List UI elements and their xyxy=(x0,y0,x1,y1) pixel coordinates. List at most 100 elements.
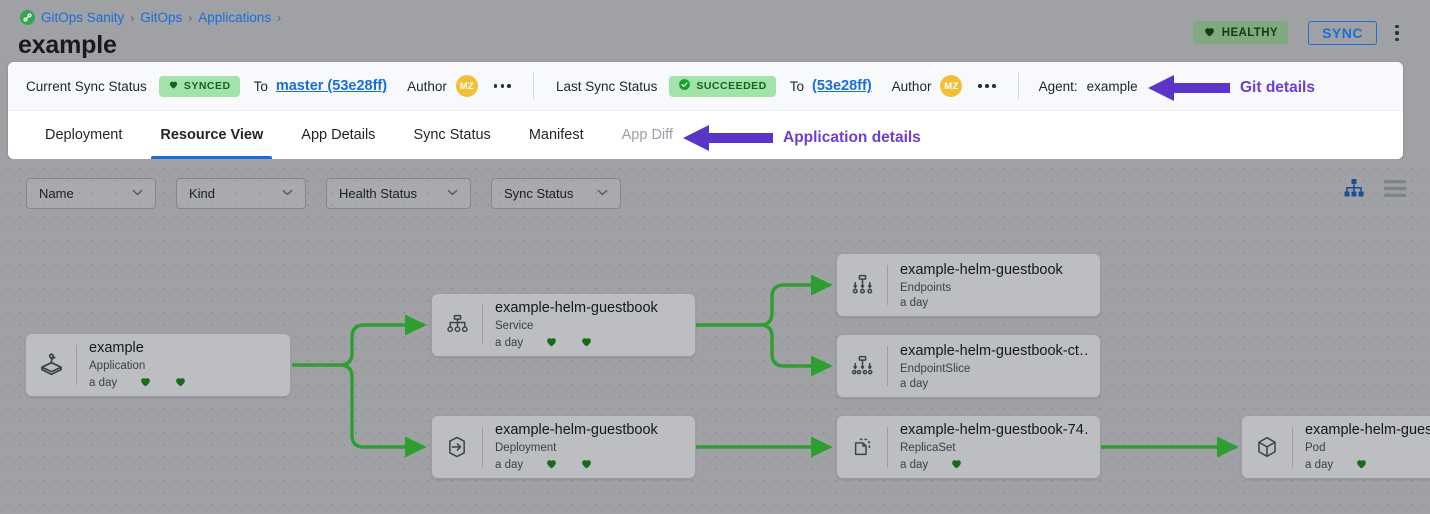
node-title: example-helm-guestbook xyxy=(495,299,658,316)
node-age: a day xyxy=(89,377,118,390)
divider xyxy=(887,265,888,305)
annotation-application-details: Application details xyxy=(683,125,921,151)
breadcrumb: GitOps Sanity › GitOps › Applications › xyxy=(20,10,281,25)
tree-view-icon[interactable] xyxy=(1344,179,1364,202)
chevron-down-icon xyxy=(282,188,293,199)
node-kind: EndpointSlice xyxy=(900,363,971,376)
graph-node-application[interactable]: example Application a day xyxy=(25,333,291,397)
divider xyxy=(887,346,888,386)
chevron-down-icon xyxy=(447,188,458,199)
arrow-left-icon xyxy=(683,125,773,151)
tab-manifest[interactable]: Manifest xyxy=(528,127,584,143)
check-circle-icon xyxy=(678,78,691,94)
pod-icon xyxy=(1242,434,1292,460)
replicaset-icon xyxy=(837,435,887,460)
graph-node-service[interactable]: example-helm-guestbook Service a day xyxy=(431,293,696,357)
gitops-logo-icon xyxy=(20,10,35,25)
node-kind: Pod xyxy=(1305,442,1326,455)
deployment-icon xyxy=(432,434,482,460)
status-badge-healthy[interactable]: HEALTHY xyxy=(1192,21,1288,44)
divider xyxy=(1292,427,1293,467)
annotation-git-details-label: Git details xyxy=(1240,79,1315,96)
node-title: example-helm-guestbook-74… xyxy=(900,421,1090,438)
heart-icon xyxy=(1355,457,1368,473)
breadcrumb-separator: › xyxy=(277,10,282,25)
tab-deployment[interactable]: Deployment xyxy=(45,127,123,143)
node-health-icons xyxy=(545,335,593,351)
resource-graph-canvas[interactable]: Name Kind Health Status Sync Status xyxy=(0,159,1430,514)
node-title: example-helm-guestbook-ct… xyxy=(900,342,1090,359)
breadcrumb-item-0[interactable]: GitOps Sanity xyxy=(41,10,125,25)
list-view-icon[interactable] xyxy=(1384,179,1406,202)
graph-node-pod[interactable]: example-helm-guest Pod a day xyxy=(1241,415,1430,479)
heart-icon xyxy=(545,335,558,351)
tab-app-details[interactable]: App Details xyxy=(301,127,376,143)
arrow-left-icon xyxy=(1148,75,1230,101)
node-health-icons xyxy=(1355,457,1368,473)
current-revision-link[interactable]: master (53e28ff) xyxy=(275,78,388,94)
avatar[interactable]: MZ xyxy=(455,75,478,97)
current-more-horizontal-icon[interactable] xyxy=(493,84,512,88)
sync-button[interactable]: SYNC xyxy=(1308,21,1377,45)
node-age: a day xyxy=(900,459,929,472)
divider xyxy=(1017,73,1019,99)
node-title: example-helm-guestbook xyxy=(900,261,1063,278)
last-to-word: To xyxy=(789,78,805,94)
filter-health-status-label: Health Status xyxy=(339,186,418,201)
current-sync-pill-label: SYNCED xyxy=(183,80,231,92)
heart-icon xyxy=(580,457,593,473)
heart-icon xyxy=(545,457,558,473)
filter-health-status[interactable]: Health Status xyxy=(326,178,471,209)
graph-node-deployment[interactable]: example-helm-guestbook Deployment a day xyxy=(431,415,696,479)
heart-icon xyxy=(139,375,152,391)
breadcrumb-item-1[interactable]: GitOps xyxy=(140,10,183,25)
filter-bar: Name Kind Health Status Sync Status xyxy=(26,178,621,209)
filter-name-label: Name xyxy=(39,186,74,201)
node-kind: Service xyxy=(495,320,534,333)
more-vertical-icon[interactable] xyxy=(1388,20,1406,46)
tab-app-diff: App Diff xyxy=(621,127,673,143)
heart-icon xyxy=(580,335,593,351)
annotation-git-details: Git details xyxy=(1148,75,1315,101)
filter-kind[interactable]: Kind xyxy=(176,178,306,209)
view-toggle-group xyxy=(1344,179,1406,202)
endpointslice-icon xyxy=(837,354,887,379)
last-sync-pill-label: SUCCEEDED xyxy=(696,80,767,92)
service-icon xyxy=(432,313,482,338)
graph-node-endpoints[interactable]: example-helm-guestbook Endpoints a day xyxy=(836,253,1101,317)
node-health-icons xyxy=(139,375,187,391)
node-health-icons xyxy=(950,457,963,473)
last-revision-link[interactable]: (53e28ff) xyxy=(812,78,872,94)
current-sync-status-pill: SYNCED xyxy=(158,75,240,97)
node-title: example xyxy=(89,339,144,356)
avatar[interactable]: MZ xyxy=(940,75,963,97)
tab-sync-status[interactable]: Sync Status xyxy=(413,127,491,143)
heart-icon xyxy=(1203,25,1216,41)
breadcrumb-item-2[interactable]: Applications xyxy=(198,10,272,25)
node-title: example-helm-guest xyxy=(1305,421,1430,438)
filter-sync-status-label: Sync Status xyxy=(504,186,574,201)
divider xyxy=(76,345,77,385)
graph-node-replicaset[interactable]: example-helm-guestbook-74… ReplicaSet a … xyxy=(836,415,1101,479)
last-more-horizontal-icon[interactable] xyxy=(978,84,996,88)
node-kind: ReplicaSet xyxy=(900,442,956,455)
filter-name[interactable]: Name xyxy=(26,178,156,209)
node-age: a day xyxy=(900,378,929,391)
node-title: example-helm-guestbook xyxy=(495,421,658,438)
heart-icon xyxy=(168,79,179,93)
divider xyxy=(887,427,888,467)
node-age: a day xyxy=(495,337,524,350)
tab-resource-view[interactable]: Resource View xyxy=(141,111,282,159)
endpoints-icon xyxy=(837,273,887,298)
last-sync-status-pill: SUCCEEDED xyxy=(669,75,776,97)
health-badge-label: HEALTHY xyxy=(1221,26,1278,39)
graph-node-endpointslice[interactable]: example-helm-guestbook-ct… EndpointSlice… xyxy=(836,334,1101,398)
node-kind: Deployment xyxy=(495,442,557,455)
agent-label: Agent: xyxy=(1038,78,1078,94)
node-kind: Application xyxy=(89,360,146,373)
application-icon xyxy=(26,352,76,379)
divider xyxy=(533,73,535,99)
current-author-label: Author xyxy=(407,78,447,94)
filter-sync-status[interactable]: Sync Status xyxy=(491,178,621,209)
